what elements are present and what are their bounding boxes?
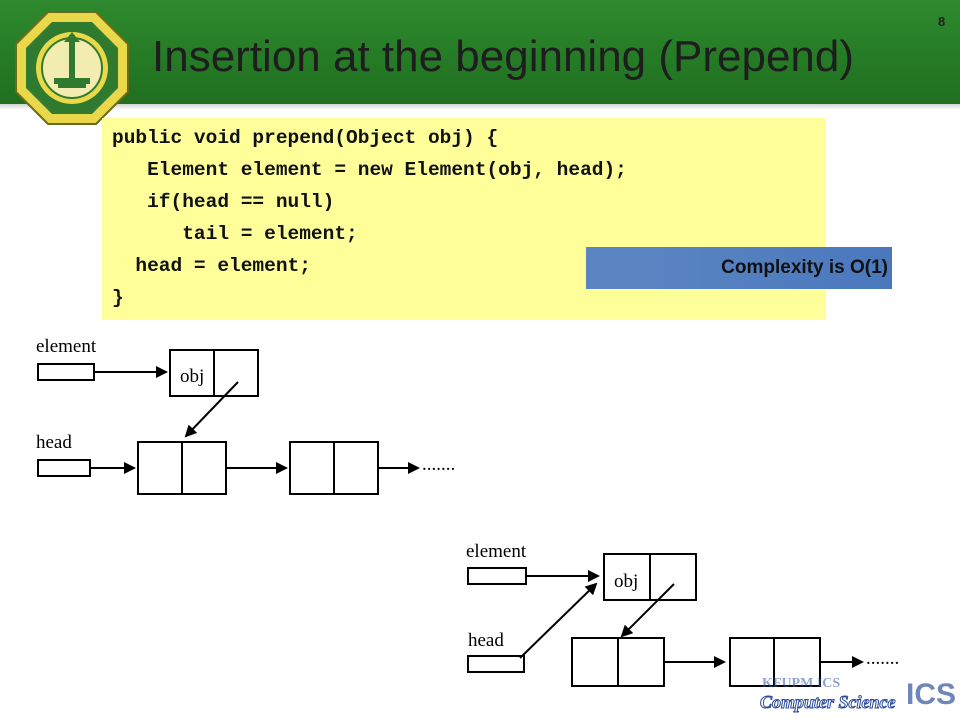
diagram-before: element obj head ....... [36, 336, 455, 495]
code-line: head = element; [112, 255, 311, 277]
page-number: 8 [938, 14, 946, 29]
code-line: Element element = new Element(obj, head)… [112, 159, 627, 181]
element-pointer-box [467, 567, 527, 585]
code-line: } [112, 287, 124, 309]
header-shadow [0, 104, 960, 110]
element-pointer-box [37, 363, 95, 381]
obj-label: obj [614, 571, 638, 592]
footer-line2: Computer Science [760, 692, 896, 713]
code-line: tail = element; [112, 223, 358, 245]
obj-label: obj [180, 366, 204, 387]
complexity-text: Complexity is O(1) [721, 257, 888, 278]
footer-line1: KFUPM ICS [762, 676, 841, 691]
head-label: head [468, 630, 504, 651]
code-line: public void prepend(Object obj) { [112, 127, 499, 149]
diagram-after: element obj head ....... [466, 541, 899, 687]
department-footer-logo: KFUPM ICS Computer Science ICS [756, 670, 960, 720]
next-pointer-arrow [620, 583, 675, 638]
code-line: if(head == null) [112, 191, 335, 213]
ics-mark-icon: ICS [906, 678, 957, 711]
slide-title: Insertion at the beginning (Prepend) [152, 32, 855, 81]
continuation-dots: ....... [866, 648, 899, 669]
slide-header-bar [0, 0, 960, 104]
university-logo-icon [15, 11, 129, 125]
next-pointer-arrow [184, 381, 239, 438]
element-label: element [36, 336, 97, 357]
continuation-dots: ....... [422, 454, 455, 475]
complexity-callout: Complexity is O(1) [586, 247, 892, 289]
head-arrow [519, 582, 598, 659]
head-label: head [36, 432, 72, 453]
element-label: element [466, 541, 527, 562]
head-pointer-box [37, 459, 91, 477]
head-pointer-box [467, 655, 525, 673]
